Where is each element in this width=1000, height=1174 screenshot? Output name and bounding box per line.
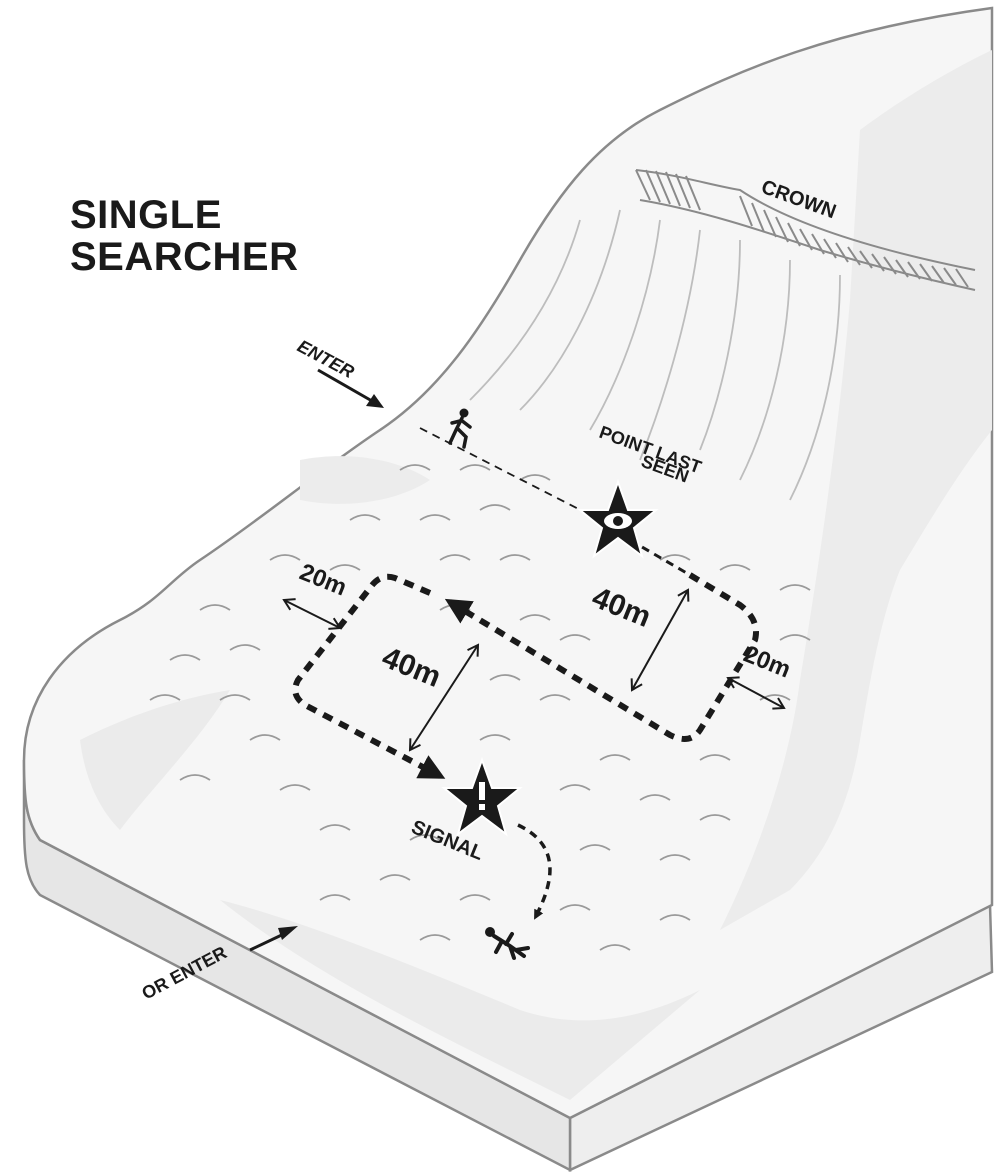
enter-arrow-bottom [249,926,298,952]
buried-person-icon [485,927,530,960]
exclamation-star-icon [441,757,523,837]
searcher-path [629,538,691,577]
dimension-40m-right [630,588,690,692]
crown-fracture [635,169,976,291]
dimension-20m-left [282,598,342,630]
debris-arcs [149,464,811,951]
dimension-20m-right [726,676,786,710]
walking-person-icon [448,408,472,449]
terrain [22,6,994,1173]
enter-arrow-top [317,368,384,408]
eye-star-icon [577,479,659,559]
debris-shade [80,690,230,830]
debris-shade [220,900,700,1100]
signal-to-victim-path [517,823,552,920]
slide-streaks [469,209,841,501]
title-line-1: SINGLE [70,193,222,237]
title-line-2: SEARCHER [70,235,298,279]
terrain-top [22,6,994,1120]
debris-shade [300,456,430,504]
search-pattern-path [292,573,446,779]
dimension-40m-left [408,643,480,752]
